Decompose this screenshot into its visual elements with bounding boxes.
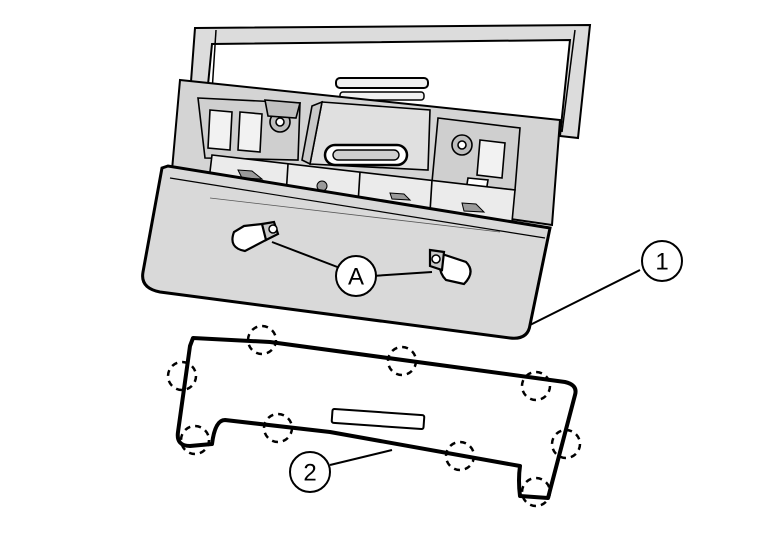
clip-marker — [246, 324, 278, 356]
clip-marker — [386, 345, 418, 377]
callout-2-label: 2 — [303, 460, 316, 487]
clip-marker — [520, 370, 552, 402]
bulb-right — [428, 248, 472, 286]
clip-marker — [262, 412, 294, 444]
leader-lines-a — [271, 241, 433, 277]
housing — [141, 164, 552, 340]
clip-markers — [166, 324, 582, 508]
callout-1: 1 — [641, 240, 683, 282]
clip-marker — [550, 428, 582, 460]
callout-2: 2 — [289, 451, 331, 493]
clip-marker — [444, 440, 476, 472]
bulb-left — [231, 220, 280, 253]
callout-1-label: 1 — [655, 249, 668, 276]
leader-lines-items — [329, 269, 641, 466]
switch-mechanism — [197, 97, 521, 223]
clip-marker — [166, 360, 198, 392]
callout-a-label: A — [348, 264, 364, 291]
lens-frame — [175, 336, 578, 500]
clip-marker — [520, 476, 552, 508]
callout-a: A — [335, 255, 377, 297]
clip-marker — [179, 424, 211, 456]
